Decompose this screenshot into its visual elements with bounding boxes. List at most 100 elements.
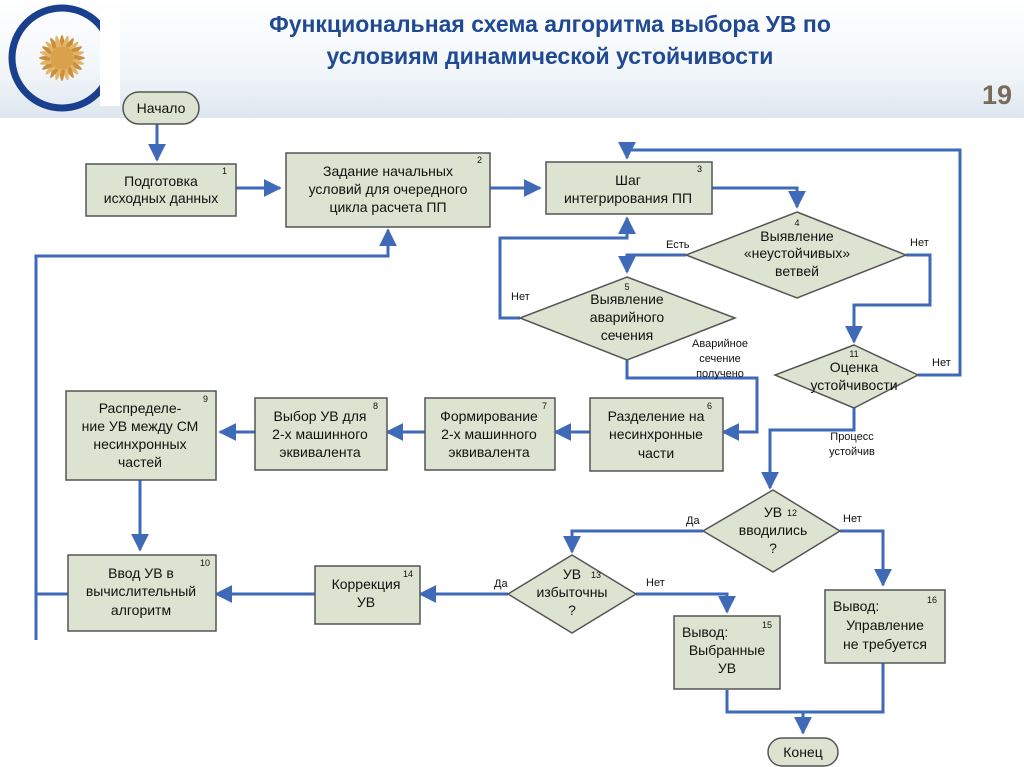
decision-12-line-3: ? — [769, 540, 777, 556]
process-box-14-line-1: Коррекция — [332, 576, 401, 592]
label-n5-no: Нет — [511, 291, 530, 303]
process-box-1-number: 1 — [222, 166, 227, 176]
decision-13-number: 13 — [591, 570, 601, 580]
process-box-14-number: 14 — [403, 569, 413, 579]
process-box-1: 1 Подготовка исходных данных — [85, 163, 237, 217]
company-logo — [8, 4, 120, 112]
process-box-16-line-1: Вывод: — [833, 598, 879, 614]
process-box-6-number: 6 — [707, 401, 712, 411]
process-box-9-line-2: ние УВ между СМ — [82, 418, 199, 434]
process-box-2-number: 2 — [477, 155, 482, 165]
label-n11-yes-line-2: устойчив — [829, 446, 875, 458]
process-box-8-line-2: 2-х машинного — [272, 426, 368, 442]
process-box-14: 14 Коррекция УВ — [314, 565, 421, 625]
decision-12-line-1: УВ — [764, 504, 782, 520]
process-box-7: 7 Формирование 2-х машинного эквивалента — [424, 397, 556, 471]
process-box-6-line-2: несинхронные — [609, 426, 703, 442]
decision-12-line-2: вводились — [739, 522, 807, 538]
process-box-7-line-1: Формирование — [440, 408, 538, 424]
process-box-9-line-1: Распределе- — [99, 400, 182, 416]
process-box-15-line-2: Выбранные — [689, 642, 766, 658]
label-n11-yes: Процесс устойчив — [829, 431, 875, 458]
process-box-15: 15 Вывод: Выбранные УВ — [673, 615, 781, 690]
logo-ray — [55, 35, 62, 48]
logo-ray — [70, 61, 82, 70]
slide-title: Функциональная схема алгоритма выбора УВ… — [150, 8, 950, 72]
decision-12-number: 12 — [787, 508, 797, 518]
process-box-10-number: 10 — [200, 558, 210, 568]
process-box-14-line-2: УВ — [357, 594, 375, 610]
process-box-8-number: 8 — [373, 401, 378, 411]
process-box-15-line-3: УВ — [718, 660, 736, 676]
logo-ray — [68, 41, 79, 52]
label-n5-yes-line-3: получено — [696, 368, 744, 380]
logo-ray — [45, 41, 56, 52]
process-box-9-line-4: частей — [118, 454, 162, 470]
process-box-16-number: 16 — [927, 595, 937, 605]
process-box-1-line-2: исходных данных — [104, 190, 218, 206]
process-box-10-line-3: алгоритм — [111, 602, 171, 618]
end-label: Конец — [783, 744, 822, 760]
connectors — [34, 124, 962, 735]
decision-11-number: 11 — [849, 349, 858, 359]
process-box-2: 2 Задание начальных условий для очередно… — [285, 152, 491, 228]
label-n4-no: Нет — [910, 237, 929, 249]
label-n11-yes-line-1: Процесс — [830, 431, 874, 443]
process-box-8-line-1: Выбор УВ для — [274, 408, 367, 424]
label-n11-no: Нет — [932, 357, 951, 369]
label-n5-yes-line-2: сечение — [699, 353, 740, 365]
decision-5: 5 Выявление аварийного сечения — [517, 276, 738, 361]
process-box-3-line-1: Шаг — [615, 172, 641, 188]
logo-ray — [45, 64, 56, 75]
process-box-3: 3 Шаг интегрирования ПП — [545, 161, 713, 215]
label-n5-yes-line-1: Аварийное — [692, 338, 748, 350]
decision-4-number: 4 — [794, 218, 799, 228]
process-box-1-line-1: Подготовка — [124, 173, 198, 189]
decision-11-line-1: Оценка — [830, 359, 879, 375]
slide-title-line-1: Функциональная схема алгоритма выбора УВ… — [269, 11, 831, 37]
process-box-3-number: 3 — [697, 164, 702, 174]
process-box-7-line-2: 2-х машинного — [441, 426, 537, 442]
decision-11-line-2: устойчивости — [810, 377, 897, 393]
process-box-6: 6 Разделение на несинхронные части — [589, 397, 724, 472]
process-box-7-number: 7 — [542, 401, 547, 411]
logo-ray — [42, 46, 54, 55]
process-box-7-line-3: эквивалента — [448, 444, 530, 460]
decision-5-line-2: аварийного — [590, 309, 665, 325]
label-n12-yes: Да — [686, 515, 700, 527]
decision-13-line-2: избыточны — [537, 584, 608, 600]
process-box-8: 8 Выбор УВ для 2-х машинного эквивалента — [254, 397, 388, 471]
process-box-6-line-3: части — [638, 445, 674, 461]
process-box-2-line-1: Задание начальных — [323, 163, 453, 179]
process-box-10-line-2: вычислительный — [86, 583, 196, 599]
decision-4-line-3: ветвей — [775, 263, 819, 279]
slide-title-line-2: условиям динамической устойчивости — [326, 43, 774, 69]
label-n4-yes: Есть — [666, 239, 690, 251]
decision-11: 11 Оценка устойчивости — [772, 344, 920, 409]
process-box-6-line-1: Разделение на — [608, 408, 705, 424]
start-terminal: Начало — [122, 91, 200, 125]
process-box-16: 16 Вывод: Управление не требуется — [824, 589, 946, 664]
start-label: Начало — [137, 100, 186, 116]
logo-ray — [68, 64, 79, 75]
process-box-15-number: 15 — [762, 620, 772, 630]
decision-13-line-3: ? — [568, 602, 576, 618]
label-n5-yes: Аварийное сечение получено — [692, 338, 748, 380]
end-terminal: Конец — [767, 737, 839, 767]
decision-5-line-3: сечения — [601, 327, 654, 343]
slide-number: 19 — [982, 80, 1013, 110]
decision-4-line-2: «неустойчивых» — [744, 245, 850, 261]
label-n12-no: Нет — [843, 513, 862, 525]
process-box-10-line-1: Ввод УВ в — [108, 565, 174, 581]
process-box-10: 10 Ввод УВ в вычислительный алгоритм — [67, 554, 217, 632]
process-box-9-number: 9 — [203, 394, 208, 404]
decision-13-line-1: УВ — [563, 566, 581, 582]
process-box-15-line-1: Вывод: — [682, 624, 728, 640]
logo-ray — [50, 66, 59, 78]
decision-4: 4 Выявление «неустойчивых» ветвей — [683, 211, 909, 299]
process-box-2-line-3: цикла расчета ПП — [329, 199, 446, 215]
decision-13: 13 УВ избыточны ? — [506, 554, 638, 634]
process-box-2-line-2: условий для очередного — [309, 181, 468, 197]
label-n13-no: Нет — [646, 577, 665, 589]
